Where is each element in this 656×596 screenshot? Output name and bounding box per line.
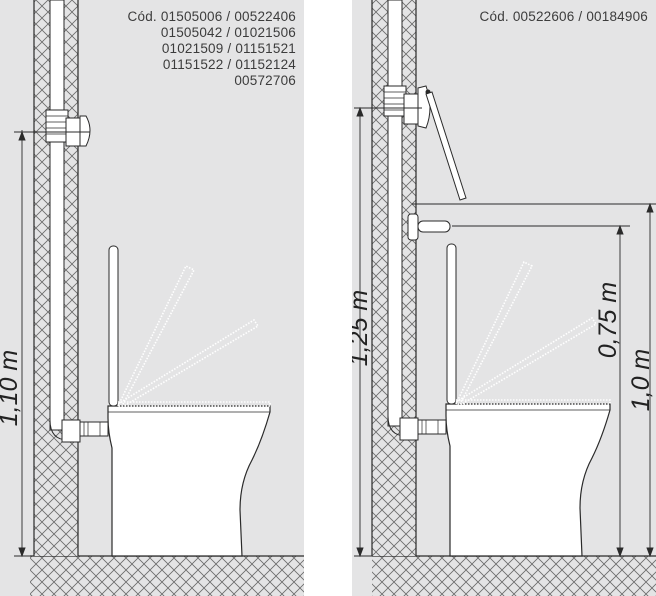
left-diagram-drawing: 1,10 m	[0, 0, 304, 596]
right-diagram-panel: Cód. 00522606 / 00184906	[352, 0, 656, 596]
right-product-codes: Cód. 00522606 / 00184906	[480, 9, 648, 25]
left-code-line-1: Cód. 01505006 / 00522406	[127, 9, 296, 24]
right-diagram-drawing: 1,25 m 0,75 m 1,0 m	[352, 0, 656, 596]
left-height-label: 1,10 m	[0, 350, 23, 426]
left-diagram-panel: Cód. 01505006 / 00522406 01505042 / 0102…	[0, 0, 304, 596]
flush-pipe	[49, 0, 65, 431]
left-code-line-4: 01151522 / 01152124	[162, 57, 296, 72]
dimension-bar	[616, 224, 624, 558]
left-code-line-5: 00572706	[234, 73, 296, 88]
height-label-top: 1,0 m	[627, 349, 655, 412]
toilet-lid	[446, 243, 457, 405]
flush-valve-body	[403, 93, 419, 125]
grab-bar-flange	[407, 213, 419, 241]
flush-lever-arm	[425, 91, 467, 201]
height-label-total: 1,25 m	[352, 290, 373, 366]
grab-bar	[417, 220, 451, 233]
toilet-bowl	[107, 405, 271, 557]
dimension-top	[646, 202, 654, 558]
dimension-total	[354, 106, 422, 558]
right-code-line-1: Cód. 00522606 / 00184906	[479, 9, 648, 24]
floor-hatch	[372, 556, 656, 596]
flush-button	[79, 115, 91, 147]
left-dimension-line	[14, 130, 90, 558]
left-code-line-3: 01021509 / 01151521	[161, 41, 296, 56]
seat-motion-lines	[117, 264, 271, 407]
left-code-line-2: 01505042 / 01021506	[160, 25, 296, 40]
left-product-codes: Cód. 01505006 / 00522406 01505042 / 0102…	[128, 9, 296, 89]
seat-motion-lines	[455, 260, 611, 405]
height-label-bar: 0,75 m	[594, 282, 622, 358]
toilet-lid	[108, 245, 119, 407]
floor-hatch	[30, 556, 304, 596]
toilet-bowl	[445, 403, 611, 557]
flush-pipe	[387, 0, 403, 427]
